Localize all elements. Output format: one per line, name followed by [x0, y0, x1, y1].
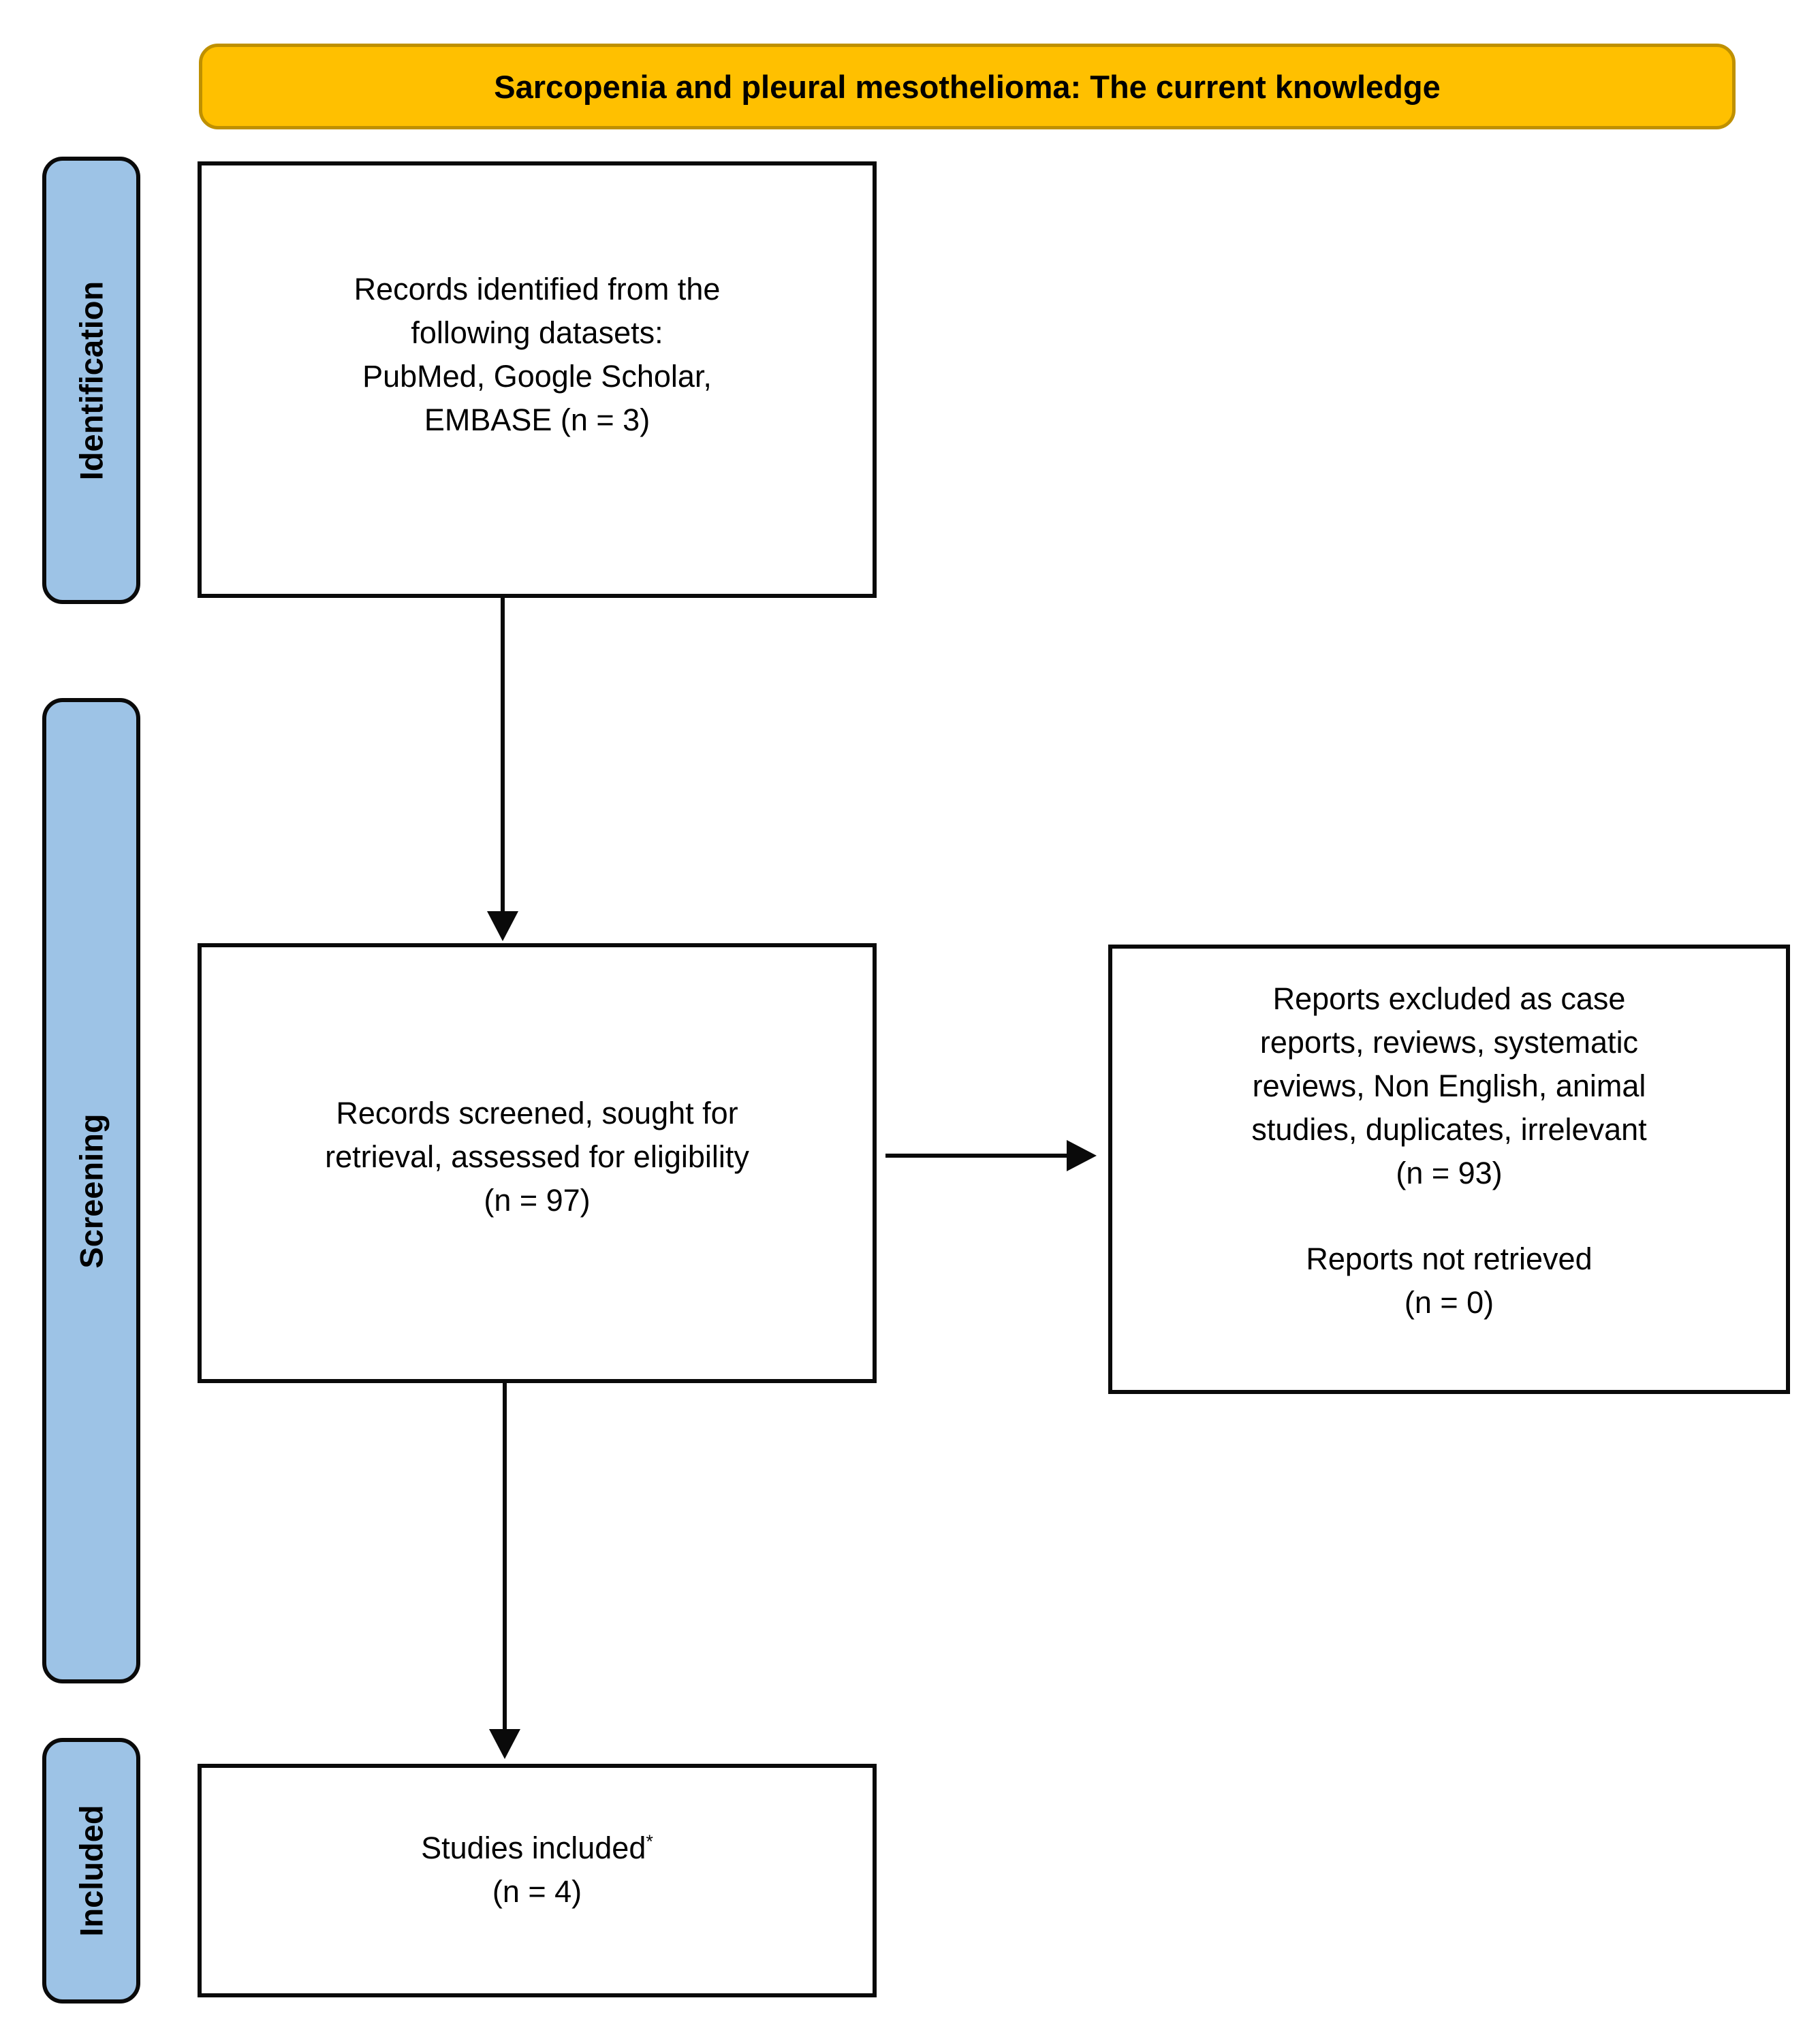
studies-included-text: Studies included — [421, 1831, 646, 1865]
box-text-line: PubMed, Google Scholar, — [362, 359, 712, 394]
records-screened-box: Records screened, sought for retrieval, … — [198, 943, 877, 1383]
studies-included-box: Studies included* (n = 4) — [198, 1764, 877, 1997]
box-text-line: EMBASE (n = 3) — [424, 402, 650, 437]
footnote-asterisk: * — [646, 1831, 653, 1852]
box-text-line: (n = 93) — [1396, 1156, 1503, 1190]
arrow-right-icon — [1067, 1140, 1097, 1171]
paragraph-gap — [1112, 1195, 1786, 1237]
arrow-down-icon — [489, 1729, 520, 1759]
box-text-line: Studies included* — [202, 1826, 873, 1870]
box-text-line: (n = 0) — [1404, 1285, 1494, 1320]
box-text-line: Records screened, sought for — [336, 1096, 738, 1130]
stage-label-included: Included — [42, 1738, 140, 2004]
records-identified-box: Records identified from the following da… — [198, 161, 877, 598]
arrow-screened-to-excluded-line — [885, 1154, 1068, 1158]
box-text-line: (n = 97) — [484, 1183, 591, 1218]
box-text-line: Reports not retrieved — [1306, 1241, 1592, 1276]
stage-label-text: Identification — [73, 281, 110, 480]
stage-label-screening: Screening — [42, 698, 140, 1683]
box-text-line: retrieval, assessed for eligibility — [325, 1139, 749, 1174]
box-text-line: following datasets: — [411, 315, 663, 350]
stage-label-text: Screening — [73, 1113, 110, 1269]
box-text-line: studies, duplicates, irrelevant — [1251, 1112, 1647, 1147]
stage-label-text: Included — [73, 1805, 110, 1937]
box-text-line: (n = 4) — [492, 1874, 582, 1909]
arrow-identified-to-screened-line — [501, 597, 505, 913]
box-text-line: Reports excluded as case — [1272, 981, 1626, 1016]
diagram-title: Sarcopenia and pleural mesothelioma: The… — [494, 68, 1441, 105]
arrow-down-icon — [487, 911, 518, 941]
arrow-screened-to-included-line — [503, 1383, 507, 1730]
box-text-line: reports, reviews, systematic — [1259, 1025, 1639, 1060]
stage-label-identification: Identification — [42, 157, 140, 604]
diagram-title-banner: Sarcopenia and pleural mesothelioma: The… — [199, 44, 1736, 129]
box-text-line: Records identified from the — [354, 272, 721, 306]
reports-excluded-box: Reports excluded as case reports, review… — [1108, 945, 1790, 1394]
box-text-line: reviews, Non English, animal — [1252, 1068, 1646, 1103]
